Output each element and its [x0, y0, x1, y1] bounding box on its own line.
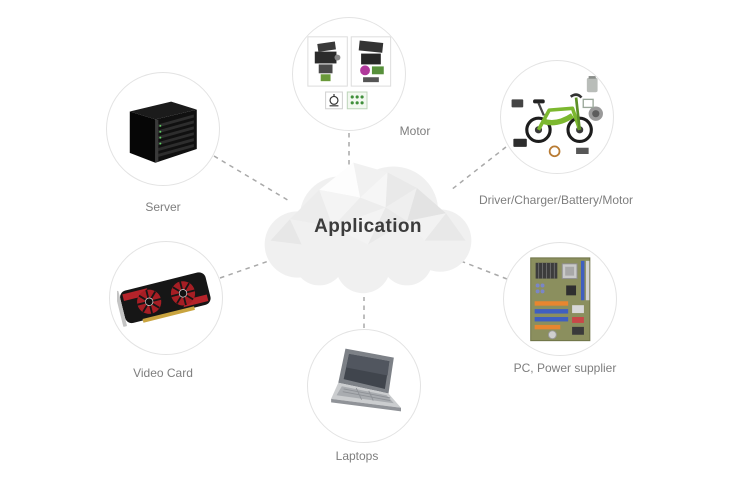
motor-assembly-left	[314, 41, 341, 81]
label-server: Server	[145, 200, 181, 214]
motor-image	[307, 36, 391, 109]
bike-body	[524, 93, 594, 143]
motherboard-image	[529, 257, 591, 341]
label-driver-charger-battery-motor: Driver/Charger/Battery/Motor	[478, 193, 634, 207]
node-video-card	[109, 241, 223, 355]
application-cloud: Application	[251, 150, 485, 298]
connector-driver	[450, 146, 507, 191]
label-pc-power-supplier: PC, Power supplier	[513, 361, 617, 375]
label-video-card: Video Card	[133, 366, 193, 380]
label-motor: Motor	[399, 124, 431, 138]
laptop-image	[330, 348, 401, 412]
cloud-shape-image	[264, 162, 472, 294]
video-card-image	[116, 272, 211, 327]
motor-assembly-right	[358, 40, 384, 82]
server-image	[129, 101, 197, 163]
node-laptops	[307, 329, 421, 443]
connector-server	[213, 155, 292, 203]
node-server	[106, 72, 220, 186]
application-label: Application	[314, 216, 422, 237]
node-pc-power-supplier	[503, 242, 617, 356]
label-laptops: Laptops	[335, 449, 379, 463]
node-driver-charger-battery-motor	[500, 60, 614, 174]
electric-bike-image	[511, 75, 603, 157]
node-motor	[292, 17, 406, 131]
